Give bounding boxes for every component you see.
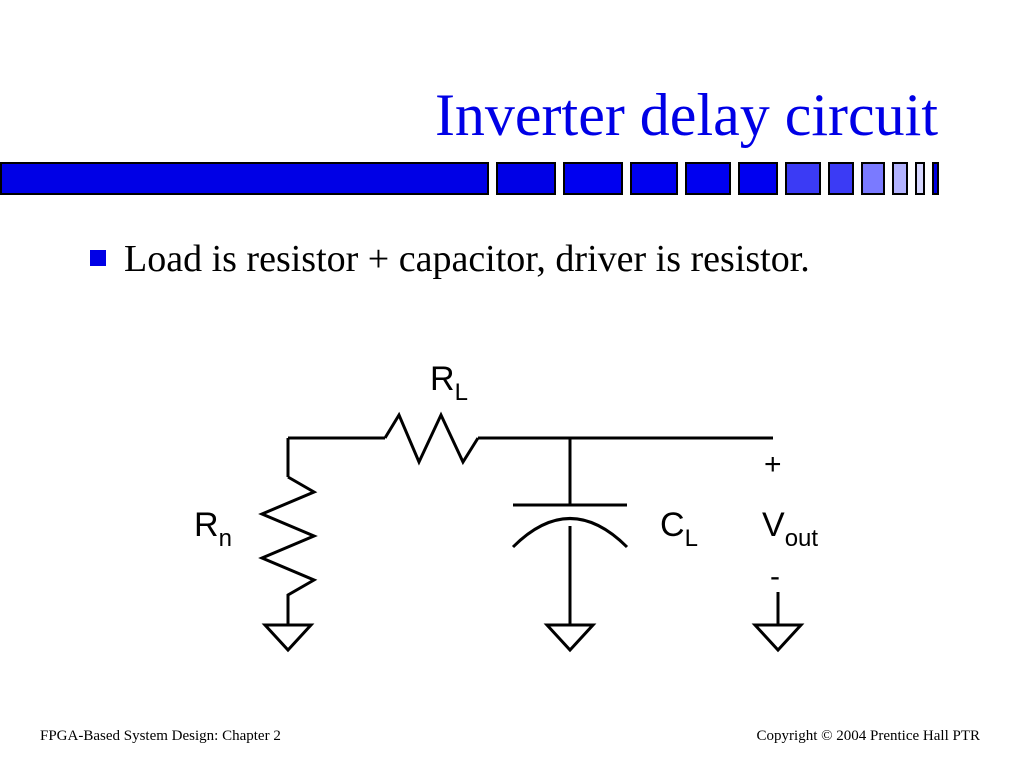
inverter-delay-circuit-diagram: RL Rn CL + Vout - bbox=[194, 360, 818, 653]
bar-segment bbox=[563, 162, 623, 195]
bar-segment bbox=[0, 162, 489, 195]
ground-cl-symbol bbox=[543, 623, 597, 653]
ground-rn-symbol bbox=[261, 623, 315, 653]
label-rn: Rn bbox=[194, 506, 232, 552]
footer-left-text: FPGA-Based System Design: Chapter 2 bbox=[40, 728, 281, 744]
label-minus: - bbox=[770, 560, 780, 593]
capacitor-cl-symbol bbox=[511, 438, 629, 549]
slide-title: Inverter delay circuit bbox=[434, 82, 938, 148]
label-cl: CL bbox=[660, 506, 698, 552]
footer-right-text: Copyright © 2004 Prentice Hall PTR bbox=[756, 728, 980, 744]
top-wire-left bbox=[286, 436, 385, 477]
square-bullet-icon bbox=[90, 250, 106, 266]
resistor-rl-symbol bbox=[383, 411, 480, 466]
bar-segment bbox=[496, 162, 556, 195]
bar-segment bbox=[932, 162, 939, 195]
title-underline-bar bbox=[0, 162, 939, 195]
bar-segment bbox=[915, 162, 925, 195]
ground-vout-symbol bbox=[751, 623, 805, 653]
bar-segment bbox=[861, 162, 885, 195]
label-rl: RL bbox=[430, 360, 468, 406]
bar-segment bbox=[630, 162, 678, 195]
bullet-text: Load is resistor + capacitor, driver is … bbox=[124, 238, 810, 280]
label-vout: Vout bbox=[762, 506, 818, 552]
bar-segment bbox=[738, 162, 778, 195]
label-plus: + bbox=[764, 448, 782, 481]
resistor-rn-symbol bbox=[258, 475, 318, 625]
bar-segment bbox=[892, 162, 908, 195]
bar-segment bbox=[685, 162, 731, 195]
bar-segment bbox=[828, 162, 854, 195]
bar-segment bbox=[785, 162, 821, 195]
